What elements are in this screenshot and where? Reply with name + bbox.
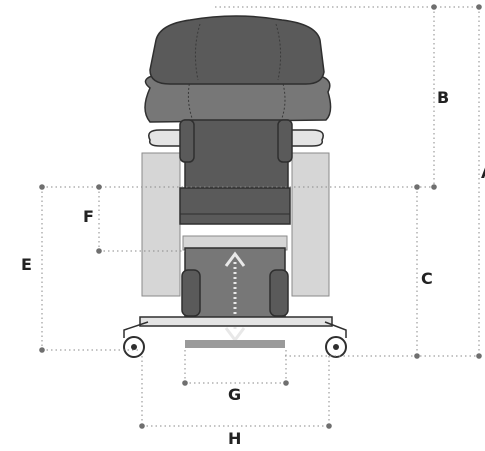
right-wing [277,119,293,163]
headrest-cushion [149,15,325,85]
right-caster-arm [324,321,347,338]
left-side-panel [141,152,181,297]
label-e: E [21,255,32,274]
seat-back-body [184,119,289,191]
seat-cushion [179,187,291,225]
backrest-lower-cushion [144,75,332,123]
footplate [185,340,285,348]
label-h: H [228,429,241,448]
label-b: B [437,88,449,107]
left-leg-pad [181,269,201,317]
label-f: F [83,207,94,226]
label-c: C [421,269,433,288]
dimension-lines [39,4,482,429]
label-g: G [228,385,241,404]
chair-illustration [123,15,347,358]
label-a: A [481,163,485,182]
base-frame [139,316,333,327]
dimension-labels: A B C E F G H [21,88,485,448]
right-armrest-loop [287,129,324,147]
left-wing [179,119,195,163]
left-caster-arm [123,321,149,338]
right-leg-pad [269,269,289,317]
right-side-panel [291,152,330,297]
